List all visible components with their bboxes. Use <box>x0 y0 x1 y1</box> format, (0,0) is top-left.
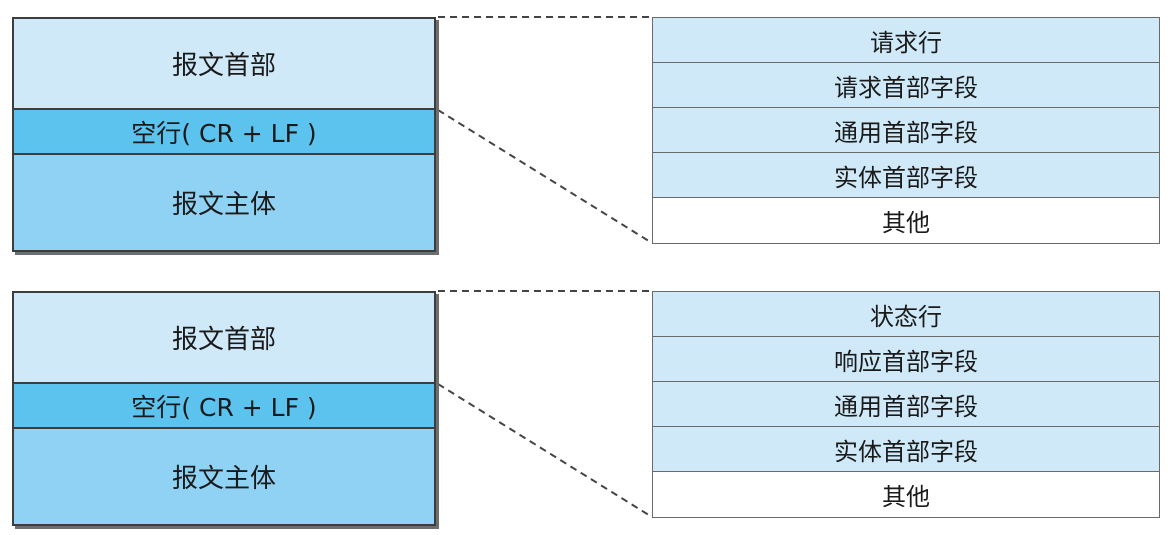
response-message-header: 报文首部 <box>14 293 434 384</box>
response-message: 报文首部 空行( CR + LF ) 报文主体 <box>12 291 436 526</box>
response-header-detail: 状态行 响应首部字段 通用首部字段 实体首部字段 其他 <box>652 291 1160 518</box>
request-line: 请求行 <box>653 18 1159 63</box>
entity-header-fields: 实体首部字段 <box>653 427 1159 472</box>
request-message-header: 报文首部 <box>14 19 434 110</box>
response-header-bottom-connector <box>437 383 653 518</box>
other-fields: 其他 <box>653 198 1159 243</box>
other-fields: 其他 <box>653 472 1159 517</box>
response-message-body: 报文主体 <box>14 429 434 524</box>
entity-header-fields: 实体首部字段 <box>653 153 1159 198</box>
request-header-detail: 请求行 请求首部字段 通用首部字段 实体首部字段 其他 <box>652 17 1160 244</box>
status-line: 状态行 <box>653 292 1159 337</box>
request-message-body: 报文主体 <box>14 155 434 250</box>
request-header-bottom-connector <box>437 109 653 244</box>
request-header-fields: 请求首部字段 <box>653 63 1159 108</box>
general-header-fields: 通用首部字段 <box>653 382 1159 427</box>
response-header-fields: 响应首部字段 <box>653 337 1159 382</box>
response-blank-line: 空行( CR + LF ) <box>14 384 434 429</box>
request-message: 报文首部 空行( CR + LF ) 报文主体 <box>12 17 436 252</box>
general-header-fields: 通用首部字段 <box>653 108 1159 153</box>
request-blank-line: 空行( CR + LF ) <box>14 110 434 155</box>
